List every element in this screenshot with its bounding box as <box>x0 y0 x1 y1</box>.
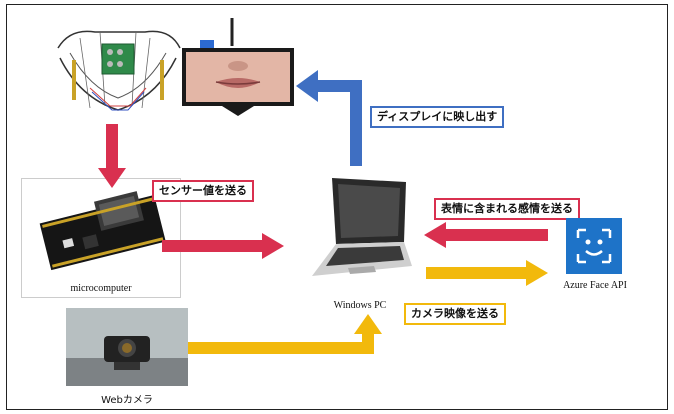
arrow-mask-to-micro <box>98 124 126 188</box>
arrow-pc-to-display <box>296 70 362 166</box>
pc-caption: Windows PC <box>333 300 387 311</box>
webcam-caption: Webカメラ <box>101 395 153 406</box>
arrow-azure-to-pc <box>424 222 548 248</box>
azure-caption: Azure Face API <box>563 280 627 291</box>
sensor-mask-image <box>50 18 186 118</box>
camera-send-label: カメラ映像を送る <box>404 303 506 325</box>
display-mouth-image <box>180 16 295 120</box>
arrow-micro-to-pc <box>162 233 284 259</box>
microcomputer-caption: microcomputer <box>70 283 132 294</box>
arrow-pc-to-azure <box>426 260 548 286</box>
azure-face-icon <box>566 218 622 274</box>
emotion-label: 表情に含まれる感情を送る <box>434 198 580 220</box>
microcomputer-image: microcomputer <box>21 178 181 298</box>
laptop-image <box>292 174 416 282</box>
display-label: ディスプレイに映し出す <box>370 106 505 128</box>
sensor-label: センサー値を送る <box>152 180 254 202</box>
arrow-webcam-to-pc <box>188 314 382 354</box>
webcam-image <box>66 308 188 386</box>
